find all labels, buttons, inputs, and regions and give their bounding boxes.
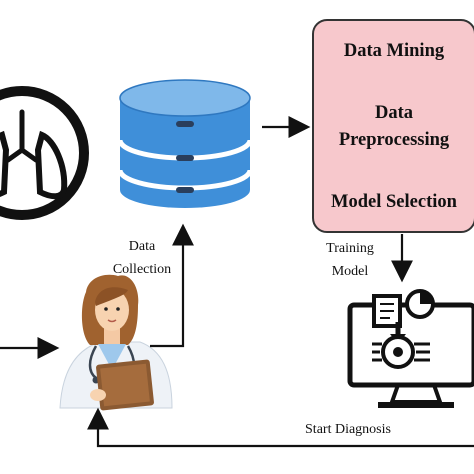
label-data-collection-line2: Collection [112, 262, 172, 277]
flow-arrows [0, 116, 474, 448]
label-data-collection-line1: Data [128, 239, 156, 254]
label-training-model: Training Model [318, 237, 382, 283]
arrow-doctor-to-database [150, 223, 194, 348]
label-training-model-line2: Model [331, 264, 369, 279]
process-step-preprocessing: Preprocessing [338, 130, 450, 150]
doctor-icon [59, 274, 173, 411]
process-box [312, 19, 474, 233]
arrow-start-diagnosis [87, 407, 474, 448]
process-step-data-mining: Data Mining [343, 41, 445, 61]
process-step-data-label: Data [374, 103, 414, 123]
label-start-diagnosis: Start Diagnosis [305, 422, 391, 437]
label-training-model-line1: Training [326, 241, 374, 256]
process-step-model-selection: Model Selection [331, 192, 457, 212]
computer-analysis-icon [347, 289, 474, 408]
lungs-icon [0, 86, 89, 220]
label-data-collection: Data Collection [104, 235, 180, 281]
database-icon [117, 79, 253, 208]
